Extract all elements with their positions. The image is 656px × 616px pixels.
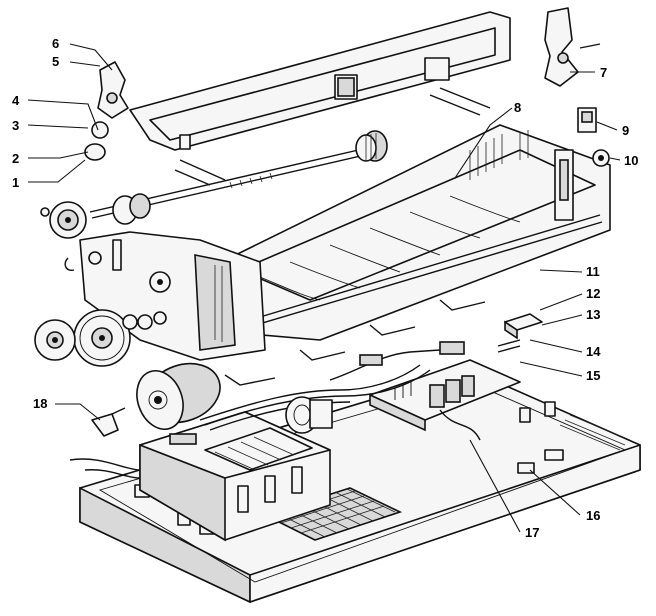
roller-10: [592, 149, 610, 167]
callout-labels: 6 5 4 3 2 1 7 8 9 10 11 12 13 14 15 16 1…: [12, 36, 638, 540]
bracket-18: [91, 407, 126, 437]
callout-3: 3: [12, 118, 19, 133]
callout-18: 18: [33, 396, 47, 411]
callout-4: 4: [12, 93, 20, 108]
callout-9: 9: [622, 123, 629, 138]
leader-lines: [27, 43, 621, 533]
motor: [136, 362, 221, 430]
callout-2: 2: [12, 151, 19, 166]
large-gear: [73, 309, 131, 367]
base-tray: [79, 369, 641, 604]
callout-1: 1: [12, 175, 19, 190]
right-bracket: [544, 7, 601, 87]
power-supply: [139, 411, 331, 542]
clip-9: [577, 107, 597, 133]
idler-clip: [64, 257, 75, 272]
gear-spacers: [122, 311, 167, 330]
top-cover: [129, 11, 511, 186]
callout-8: 8: [514, 100, 521, 115]
callout-6: 6: [52, 36, 59, 51]
base-grille: [262, 487, 403, 541]
left-bracket: [84, 61, 129, 161]
speaker-assembly: [285, 396, 333, 434]
callout-16: 16: [586, 508, 600, 523]
callout-14: 14: [586, 344, 601, 359]
main-chassis: [204, 124, 611, 386]
callout-17: 17: [525, 525, 539, 540]
callout-10: 10: [624, 153, 638, 168]
callout-12: 12: [586, 286, 600, 301]
callout-5: 5: [52, 54, 59, 69]
small-gear: [34, 319, 76, 361]
callout-11: 11: [586, 264, 600, 279]
callout-7: 7: [600, 65, 607, 80]
callout-15: 15: [586, 368, 600, 383]
cable-harness: [69, 341, 465, 479]
sensor-12: [504, 313, 543, 340]
drive-shaft: [89, 130, 388, 225]
left-drive-gear: [40, 201, 87, 239]
spring-14: [497, 339, 521, 353]
callout-13: 13: [586, 307, 600, 322]
